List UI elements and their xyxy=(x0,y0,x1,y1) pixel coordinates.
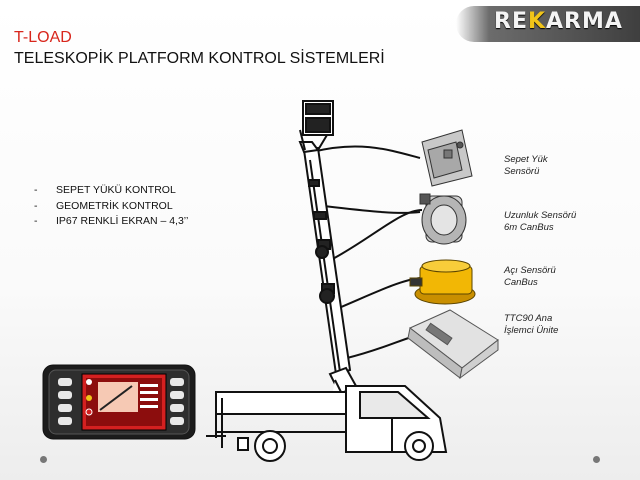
logo-prefix: RE xyxy=(494,9,528,34)
length-sensor-label-line2: 6m CanBus xyxy=(504,221,554,233)
platform-basket xyxy=(302,100,334,136)
feature-item: IP67 RENKLİ EKRAN – 4,3’’ xyxy=(34,214,188,230)
length-sensor-label: Uzunluk Sensörü 6m CanBus xyxy=(504,210,576,233)
length-sensor-label-line1: Uzunluk Sensörü xyxy=(504,210,577,221)
corner-dot-left xyxy=(40,456,47,463)
telescopic-boom xyxy=(298,129,352,376)
load-sensor-icon xyxy=(421,129,473,187)
basket-sensor-label-line2: Sensörü xyxy=(504,165,540,177)
angle-sensor-icon xyxy=(409,259,476,305)
product-name: T-LOAD xyxy=(14,29,72,46)
angle-sensor-label-line2: CanBus xyxy=(504,276,538,288)
angle-sensor-label-line1: Açı Sensörü xyxy=(504,265,556,276)
feature-item: SEPET YÜKÜ KONTROL xyxy=(34,183,188,199)
controller-unit-icon xyxy=(407,309,499,380)
truck xyxy=(206,366,448,462)
controller-label-line1: TTC90 Ana xyxy=(504,313,553,324)
logo-highlight: K xyxy=(527,9,547,34)
feature-list: SEPET YÜKÜ KONTROL GEOMETRİK KONTROL IP6… xyxy=(34,183,188,230)
corner-dot-right xyxy=(593,456,600,463)
company-logo: REKARMA xyxy=(494,9,623,34)
display-unit xyxy=(42,364,196,440)
angle-sensor-label: Açı Sensörü CanBus xyxy=(504,265,556,288)
logo-suffix: ARMA xyxy=(546,9,623,34)
basket-sensor-label-line1: Sepet Yük xyxy=(504,154,548,165)
length-sensor-icon xyxy=(419,193,467,245)
controller-label: TTC90 Ana İşlemci Ünite xyxy=(504,313,558,336)
controller-label-line2: İşlemci Ünite xyxy=(504,324,559,336)
page-title: TELESKOPİK PLATFORM KONTROL SİSTEMLERİ xyxy=(14,50,385,67)
logo-banner xyxy=(456,6,640,42)
feature-item: GEOMETRİK KONTROL xyxy=(34,199,188,215)
basket-sensor-label: Sepet Yük Sensörü xyxy=(504,154,548,177)
